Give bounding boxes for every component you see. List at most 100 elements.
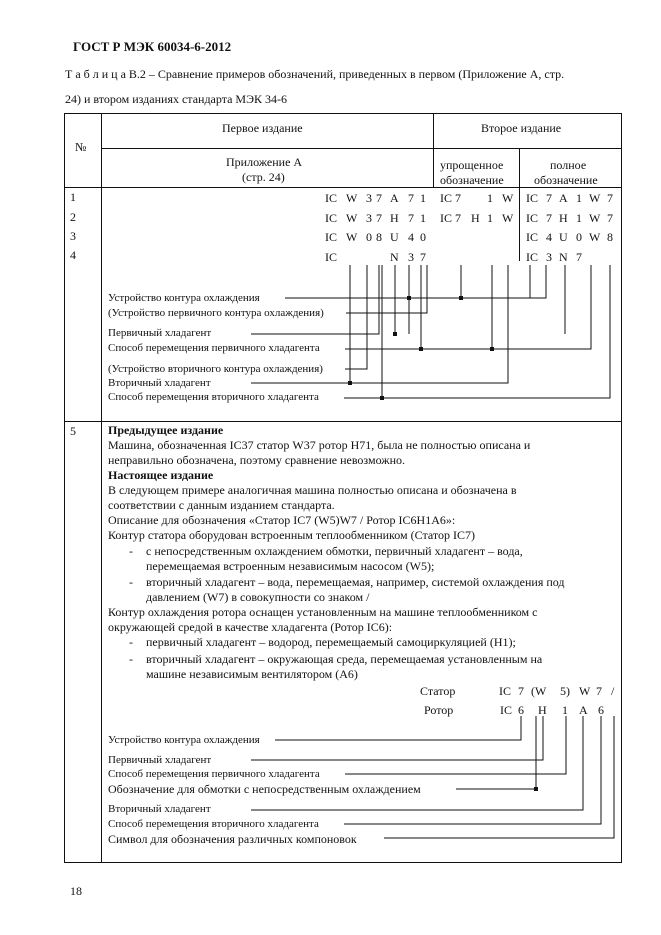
connector-line (251, 265, 380, 335)
code-char: W (579, 684, 591, 698)
heading-current-edition: Настоящее издание (108, 468, 214, 482)
code-char: 7 (607, 191, 613, 205)
code-char: 3 (366, 191, 372, 205)
junction-dot (490, 347, 494, 351)
legend-label: Первичный хладагент (108, 327, 212, 339)
junction-dot (407, 296, 411, 300)
stator-label: Статор (420, 684, 456, 698)
simplified-label-1: упрощенное (440, 158, 504, 172)
connector-line (346, 265, 428, 314)
code-char: W (502, 191, 514, 205)
junction-dot (348, 381, 352, 385)
code-char: W (502, 211, 514, 225)
code-char: IC (526, 211, 538, 225)
bullet-text: машине независимым вентилятором (A6) (146, 667, 358, 681)
legend-label: Символ для обозначения различных компоно… (108, 832, 357, 846)
row-number: 5 (70, 424, 76, 438)
code-char: 1 (576, 191, 582, 205)
junction-dot (534, 787, 538, 791)
row-number: 2 (70, 210, 76, 224)
paragraph: Контур статора оборудован встроенным теп… (108, 528, 475, 542)
code-char: 8 (607, 230, 613, 244)
table-caption-line2: 24) и втором изданиях стандарта МЭК 34-6 (65, 92, 288, 106)
code-char: 4 (546, 230, 552, 244)
first-edition-header: Первое издание (222, 121, 303, 135)
junction-dot (459, 296, 463, 300)
connector-line (275, 716, 522, 741)
paragraph: окружающей средой в качестве хладагента … (108, 620, 393, 634)
code-char: W (589, 211, 601, 225)
code-char: 7 (546, 211, 552, 225)
paragraph: Машина, обозначенная IC37 статор W37 рот… (108, 438, 531, 452)
code-char: 0 (420, 230, 426, 244)
bullet-text: давлением (W7) в совокупности со знаком … (146, 590, 370, 604)
legend-label: (Устройство вторичного контура охлаждени… (108, 363, 323, 375)
code-char: N (390, 250, 399, 264)
paragraph: В следующем примере аналогичная машина п… (108, 483, 517, 497)
appendix-a-label: Приложение А (226, 155, 303, 169)
bullet-text: вторичный хладагент – окружающая среда, … (146, 652, 543, 666)
connector-line (384, 716, 615, 839)
code-char: IC (325, 230, 337, 244)
code-char: 1 (420, 211, 426, 225)
code-char: IC (325, 191, 337, 205)
code-char: 7 (607, 211, 613, 225)
connector-line (251, 716, 544, 761)
code-char: 7 (518, 684, 524, 698)
code-char: H (559, 211, 568, 225)
code-char: IC (500, 703, 512, 717)
code-char: 3 (546, 250, 552, 264)
code-char: 8 (376, 230, 382, 244)
code-char: 7 (596, 684, 602, 698)
code-char: IC (526, 191, 538, 205)
code-char: / (611, 684, 615, 698)
code-char: IC (526, 250, 538, 264)
code-char: W (346, 191, 358, 205)
code-char: (W (531, 684, 547, 698)
heading-previous-edition: Предыдущее издание (108, 423, 224, 437)
legend-label: (Устройство первичного контура охлаждени… (108, 307, 324, 319)
code-char: H (471, 211, 480, 225)
code-char: 1 (576, 211, 582, 225)
code-char: N (559, 250, 568, 264)
code-char: 1 (487, 191, 493, 205)
code-char: 7 (408, 211, 414, 225)
row-number: 4 (70, 248, 76, 262)
code-char: IC 7 (440, 211, 461, 225)
bullet-text: вторичный хладагент – вода, перемещаемая… (146, 575, 565, 589)
code-char: 5) (560, 684, 570, 698)
code-char: H (390, 211, 399, 225)
code-char: 7 (408, 191, 414, 205)
code-char: 6 (598, 703, 604, 717)
connector-line (251, 716, 584, 811)
code-char: W (346, 211, 358, 225)
code-char: 7 (546, 191, 552, 205)
legend-label: Способ перемещения вторичного хладагента (108, 391, 319, 403)
code-char: IC (325, 211, 337, 225)
code-char: A (390, 191, 399, 205)
code-char: U (390, 230, 399, 244)
legend-label: Первичный хладагент (108, 754, 212, 766)
bullet-dash: - (129, 652, 133, 666)
paragraph: неправильно обозначена, поэтому сравнени… (108, 453, 406, 467)
paragraph: Описание для обозначения «Статор IC7 (W5… (108, 513, 456, 527)
code-char: U (559, 230, 568, 244)
legend-label: Устройство контура охлаждения (108, 734, 260, 746)
legend-label: Способ перемещения первичного хладагента (108, 768, 320, 780)
code-char: W (589, 191, 601, 205)
page-number: 18 (70, 884, 82, 898)
bullet-text: с непосредственным охлаждением обмотки, … (146, 544, 523, 558)
code-char: 4 (408, 230, 414, 244)
connector-line (344, 265, 611, 399)
legend-label: Вторичный хладагент (108, 803, 211, 815)
bullet-text: первичный хладагент – водород, перемещае… (146, 635, 516, 649)
code-char: 7 (376, 211, 382, 225)
connector-line (251, 265, 509, 384)
junction-dot (380, 396, 384, 400)
rotor-label: Ротор (424, 703, 454, 717)
bullet-dash: - (129, 544, 133, 558)
code-char: A (579, 703, 588, 717)
table-caption-line1: Т а б л и ц а В.2 – Сравнение примеров о… (65, 67, 565, 81)
code-char: IC (526, 230, 538, 244)
